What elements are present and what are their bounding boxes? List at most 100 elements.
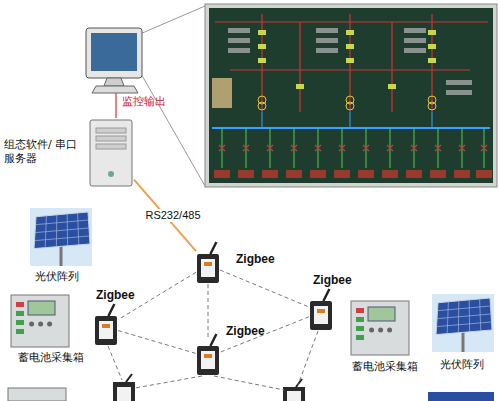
bus-link <box>350 112 351 128</box>
antenna <box>210 242 216 254</box>
battery-icon <box>10 294 70 348</box>
cabinet-button <box>38 322 43 327</box>
battery-icon <box>350 300 410 356</box>
node-label: Zigbee <box>313 273 352 288</box>
drive-slot <box>96 144 126 149</box>
panel-frame <box>205 4 497 187</box>
monitor-icon <box>86 28 142 93</box>
cabinet-button <box>369 328 374 333</box>
zigbee-link <box>220 270 309 307</box>
cabinet-button <box>29 322 34 327</box>
antenna <box>323 289 329 301</box>
module-face <box>99 321 113 339</box>
switch-marks <box>258 30 436 89</box>
antenna <box>108 304 114 316</box>
power-led <box>108 171 114 177</box>
indicator-light <box>356 317 364 322</box>
module-face <box>201 259 215 277</box>
solar-panel <box>34 212 90 249</box>
server-node: 组态软件/ 串口服务器 <box>88 118 134 188</box>
indicator-light <box>356 335 364 340</box>
cabinet-button <box>47 322 52 327</box>
zigbee-node: Zigbee <box>94 308 118 346</box>
node-label: Zigbee <box>236 252 275 267</box>
module-stripe <box>204 354 212 358</box>
cabinet-button <box>378 328 383 333</box>
module-body <box>197 346 219 375</box>
breaker-marks <box>219 145 487 151</box>
zigbee-link <box>208 284 209 338</box>
zigbee-icon <box>196 338 220 376</box>
zigbee-partial <box>113 374 135 401</box>
zigbee-node: Zigbee <box>309 293 333 331</box>
module-body <box>197 254 219 283</box>
cabinet-body <box>351 301 409 355</box>
panel-grid <box>437 299 492 334</box>
node-label: 组态软件/ 串口服务器 <box>4 138 80 166</box>
panel-screen <box>209 8 493 183</box>
indicator-light <box>356 326 364 331</box>
zoom-line <box>140 72 205 186</box>
zigbee-icon <box>309 293 333 331</box>
indicator-light <box>16 329 24 334</box>
server-icon <box>88 118 134 188</box>
zigbee-node: Zigbee <box>196 338 220 376</box>
feeder-lines <box>222 128 484 168</box>
sky-ground <box>30 208 92 266</box>
module-stripe <box>317 309 325 313</box>
module-face <box>314 306 328 324</box>
cabinet-screen <box>28 301 55 315</box>
node-label: 光伏阵列 <box>35 270 79 284</box>
solar-icon <box>432 294 494 352</box>
zigbee-partial <box>283 379 305 401</box>
edge-label: RS232/485 <box>143 209 202 222</box>
zigbee-link <box>220 317 309 352</box>
drive-slot <box>96 128 126 133</box>
node-label: Zigbee <box>96 288 135 303</box>
server-body <box>90 120 132 186</box>
solar-icon <box>30 208 92 266</box>
node-label: 蓄电池采集箱 <box>18 351 84 365</box>
tag-boxes <box>212 28 472 108</box>
transformer-symbols <box>258 96 436 110</box>
battery-box-partial <box>8 388 66 401</box>
monitor-wire <box>115 93 116 118</box>
feeder-tags <box>214 170 492 178</box>
indicator-light <box>356 308 364 313</box>
cabinet-screen <box>368 307 395 321</box>
battery-node: 蓄电池采集箱 <box>10 294 70 348</box>
scada-screenshot <box>205 4 497 187</box>
module-stripe <box>102 324 110 328</box>
module-face <box>201 351 215 369</box>
zigbee-icon <box>94 308 118 346</box>
sky-ground <box>432 294 494 352</box>
module-body <box>310 301 332 330</box>
solar-panel <box>436 298 492 335</box>
zigbee-link <box>118 331 196 354</box>
node-label: Zigbee <box>226 324 265 339</box>
zigbee-node: Zigbee <box>196 246 220 284</box>
bus-bar <box>212 127 490 129</box>
bus-link <box>262 112 263 128</box>
module-body <box>95 316 117 345</box>
drive-slot <box>96 136 126 141</box>
bus-link <box>432 112 433 128</box>
zigbee-icon <box>196 246 220 284</box>
node-label: 蓄电池采集箱 <box>352 360 418 374</box>
solar-panel-partial <box>428 392 494 401</box>
solar-node: 光伏阵列 <box>30 208 92 266</box>
node-label: 光伏阵列 <box>440 358 484 372</box>
indicator-light <box>16 320 24 325</box>
indicator-light <box>16 311 24 316</box>
output-label: 监控输出 <box>122 95 166 108</box>
zoom-line <box>140 6 205 34</box>
panel-grid <box>35 213 90 248</box>
antenna <box>210 334 216 346</box>
cabinet-button <box>387 328 392 333</box>
solar-node: 光伏阵列 <box>432 294 494 352</box>
battery-node: 蓄电池采集箱 <box>350 300 410 356</box>
